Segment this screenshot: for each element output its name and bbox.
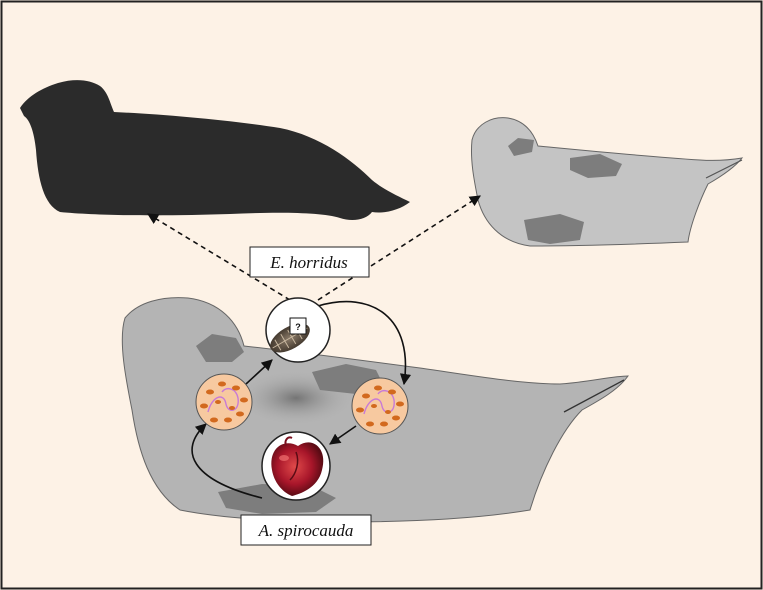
microfilaria-squiggle-left (207, 387, 239, 413)
dashed-arrow-to-dark-seal (147, 213, 291, 301)
light-seal-flipper-line (705, 159, 743, 179)
light-seal-patch-1 (570, 154, 622, 178)
a-spirocauda-label-box: A. spirocauda (240, 514, 372, 546)
unknown-stage-box (289, 317, 307, 335)
light-seal-patch-2 (524, 214, 584, 244)
a-spirocauda-label: A. spirocauda (258, 521, 354, 540)
cycle-arrow-heart-to-left (191, 423, 263, 499)
cycle-arrow-top-right (317, 300, 412, 386)
cycle-arrow-right-to-heart (329, 425, 357, 445)
light-seal-right (471, 117, 744, 247)
unknown-stage-label: ? (295, 322, 301, 332)
large-seal-flipper-line (563, 379, 625, 413)
cycle-arrow-left-to-top (245, 359, 273, 385)
vector-stage-circle: ? (265, 297, 331, 363)
large-seal-eye-patch (196, 334, 244, 362)
microfilaria-cell-right (351, 377, 409, 435)
heart-stage-circle (261, 431, 331, 501)
light-seal-eye-patch (508, 138, 534, 156)
microfilaria-cell-left (195, 373, 253, 431)
e-horridus-label: E. horridus (269, 253, 348, 272)
heart-icon (271, 436, 324, 496)
dark-seal-silhouette (20, 80, 410, 220)
e-horridus-label-box: E. horridus (249, 246, 370, 278)
